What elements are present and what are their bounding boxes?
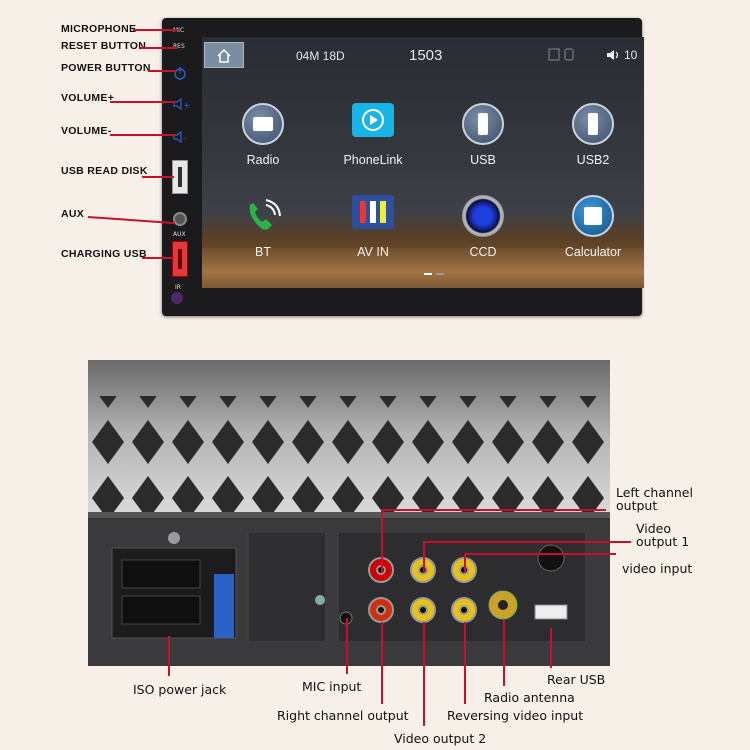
label-reversing-video: Reversing video input [447,708,584,723]
home-icon [217,48,231,63]
leader-line [423,541,631,543]
leader-line [346,618,348,674]
aux-jack[interactable] [173,212,187,226]
label-microphone: MICROPHONE [61,23,137,35]
app-label: CCD [469,245,497,259]
camera-icon [462,195,504,237]
leader-line [381,509,606,511]
label-usb-read: USB READ DISK [61,165,148,177]
leader-line [464,622,466,704]
app-label: Radio [246,153,280,167]
usb-icon [462,103,504,145]
app-ccd[interactable]: CCD [438,195,528,259]
app-calculator[interactable]: Calculator [548,195,638,259]
app-usb[interactable]: USB [438,103,528,167]
leader-line [550,628,552,668]
power-icon[interactable] [173,66,187,80]
app-label: PhoneLink [343,153,403,167]
leader-line [423,541,425,573]
leader-line [381,622,383,704]
leader-line [464,553,466,573]
app-label: BT [255,245,271,259]
mic-mark: MIC [173,27,185,34]
label-video-input: video input [622,561,693,576]
svg-text:+: + [183,101,191,111]
label-rear-usb: Rear USB [547,672,606,687]
app-usb2[interactable]: USB2 [548,103,638,167]
head-unit-rear [88,360,610,666]
app-bt[interactable]: BT [218,195,308,259]
ir-mark: IR [175,284,181,291]
leader-line [110,134,175,136]
label-volume-down: VOLUME- [61,125,112,137]
aux-mark: AUX [173,231,186,238]
page-dot [436,273,444,275]
app-label: AV IN [357,245,389,259]
app-label: Calculator [564,245,622,259]
leader-line [142,257,174,259]
leader-line [464,553,616,555]
leader-line [140,47,178,49]
page-dot-active [424,273,432,275]
label-right-channel: Right channel output [277,708,409,723]
usb-read-port[interactable] [172,160,188,194]
usb2-icon [572,103,614,145]
home-button[interactable] [204,42,244,68]
app-av-in[interactable]: AV IN [328,195,418,259]
app-label: USB2 [576,153,610,167]
leader-line [148,70,175,72]
status-bar: 04M 18D 1503 10 [202,37,644,71]
volume-down-icon[interactable]: - [173,130,191,144]
app-radio[interactable]: Radio [218,103,308,167]
svg-text:-: - [183,134,186,144]
volume-level: 10 [624,48,638,62]
clock-text: 1503 [409,47,443,64]
label-power: POWER BUTTON [61,62,151,74]
leader-line [503,620,505,686]
label-volume-up: VOLUME+ [61,92,115,104]
app-phonelink[interactable]: PhoneLink [328,103,418,167]
label-reset: RESET BUTTON [61,40,147,52]
leader-line [142,176,174,178]
speaker-icon[interactable] [606,48,620,62]
label-radio-antenna: Radio antenna [484,690,575,705]
label-iso-power: ISO power jack [133,682,227,697]
label-aux: AUX [61,208,85,220]
charging-usb-port[interactable] [172,241,188,277]
date-text: 04M 18D [296,49,345,63]
app-label: USB [470,153,496,167]
label-video-output1: Video output 1 [636,521,690,549]
bluetooth-phone-icon [242,195,284,237]
label-charging-usb: CHARGING USB [61,248,147,260]
leader-line [168,636,170,676]
volume-up-icon[interactable]: + [173,97,191,111]
touch-screen: 04M 18D 1503 10 Radio PhoneLink USB USB [202,37,644,288]
calculator-icon [572,195,614,237]
leader-line [423,622,425,726]
wood-floor [202,248,644,288]
av-in-icon [352,195,394,229]
ir-sensor [171,292,183,304]
phonelink-icon [352,103,394,137]
leader-line [110,101,175,103]
leader-line [133,29,178,31]
label-mic-input: MIC input [302,679,362,694]
res-mark: RES [173,43,185,50]
storage-icons [548,48,574,61]
radio-icon [242,103,284,145]
label-video-output2: Video output 2 [394,731,487,746]
label-left-channel: Left channel output [616,485,693,513]
leader-line [381,509,383,573]
fuse [214,574,234,638]
